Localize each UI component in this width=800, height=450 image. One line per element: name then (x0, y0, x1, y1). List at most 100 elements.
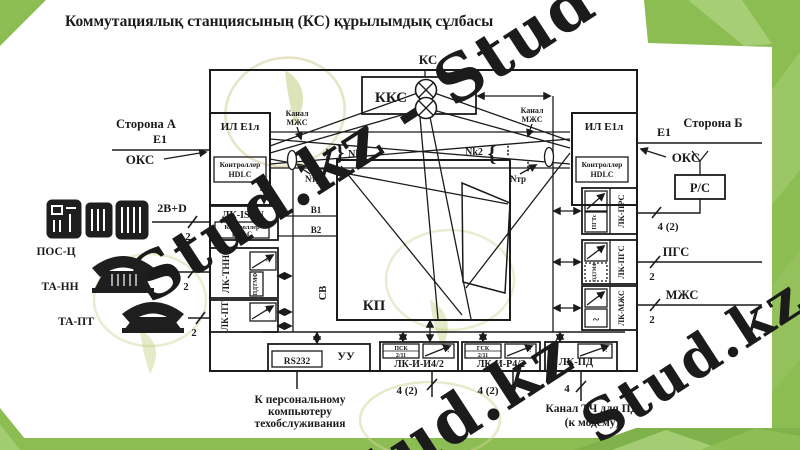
il-left-hdlc-line2: HDLC (228, 170, 251, 179)
codec-l-glyph: Л (266, 257, 272, 262)
storona-b-label: Сторона Б (683, 116, 742, 130)
tch-note-line1: Канал ТЧ для ПД (546, 403, 639, 415)
b2-label: В2 (311, 225, 322, 235)
lk-isdn-box (209, 205, 279, 241)
kp-box (336, 159, 511, 321)
il-right-hdlc-box (575, 156, 629, 183)
il-right-hdlc-line2: HDLC (590, 170, 613, 179)
lk-i-i42-codec-box (422, 343, 455, 359)
pc-note-line1: К персональному (255, 394, 346, 406)
lk-tnn-label: ЛК-ТНН (222, 254, 232, 293)
oks-right-label: ОКС (672, 150, 701, 165)
oks-left-label: ОКС (126, 152, 155, 167)
ks-label: КС (419, 52, 438, 67)
antenna-icon (691, 150, 709, 175)
lk-pt-codec-box (249, 302, 277, 322)
lk-mzhs-gen-box (584, 308, 608, 328)
codec-l-glyph: Л (598, 248, 604, 252)
lk-i-r42-codec-box (504, 343, 537, 359)
mzhs-count: 2 (649, 314, 655, 326)
watermark-layer: Stud.kz - Stud Stud.kz Stud.kz (92, 0, 800, 450)
e1-right-label: Е1 (657, 125, 671, 139)
kanal-mzhs-left-line1: Канал (286, 109, 309, 118)
lk-pd-count: 4 (564, 383, 570, 395)
ta-pt-count: 2 (191, 328, 196, 339)
ta-nn-phone-icon (92, 256, 154, 293)
uu-label: УУ (337, 349, 355, 363)
lk-i-i42-count: 4 (2) (396, 385, 417, 397)
codec-l-glyph: Л (598, 294, 604, 298)
watermark-lower: Stud.kz (308, 316, 587, 450)
kp-trapezoid (461, 181, 511, 294)
rs-label: Р/С (690, 181, 710, 195)
lk-pt-label: ЛК-ПТ (220, 301, 230, 330)
lk-pgs-codec-box (584, 242, 608, 262)
lk-pd-codec-box (577, 343, 613, 359)
trunk-bundle-icon (543, 146, 555, 168)
ta-nn-count: 2 (183, 282, 188, 293)
pos-c-terminal-icon (46, 199, 149, 240)
il-right-box (571, 112, 638, 206)
kks-label: ККС (375, 90, 407, 106)
codec-l-glyph: Л (598, 196, 604, 200)
b1-label: В1 (311, 205, 322, 215)
dots-glyph: ⋮ (503, 145, 514, 157)
trunk-bundle-icon (286, 149, 298, 171)
codec-l-glyph: Л (266, 307, 272, 312)
lk-i-i42-box (379, 341, 459, 372)
psk-ratio: 2/11 (396, 353, 406, 359)
gsk-ratio: 2/11 (478, 353, 488, 359)
kanal-mzhs-right-line2: МЖС (521, 115, 542, 124)
kanal-mzhs-left-line2: МЖС (286, 118, 307, 127)
lk-mzhs-codec-box (584, 288, 608, 308)
il-right-hdlc-line1: Контроллер (582, 160, 623, 169)
lk-pgs-label: ЛК-ПГС (616, 245, 626, 278)
pdtmf-label: ПДТМФ (253, 273, 259, 296)
lk-i-r42-count: 4 (2) (477, 385, 498, 397)
il-left-hdlc-line1: Контроллер (220, 160, 261, 169)
pgs-count: 2 (649, 271, 655, 283)
pc-note-line2: компьютеру (268, 406, 332, 418)
lk-mzhs-label: ЛК-МЖС (617, 290, 626, 326)
lk-isdn-hdlc-line1: Контроллер (224, 224, 260, 231)
gsk-label: ГСК (477, 346, 490, 352)
rs232-box (271, 350, 323, 368)
il-left-hdlc-box (213, 156, 267, 183)
sv-label: СВ (318, 286, 329, 301)
pdtmf-box (249, 271, 264, 297)
pgts-box (584, 211, 608, 233)
pgts-label: ПГТс (592, 214, 598, 229)
ta-pt-phone-icon (122, 302, 184, 333)
switch-crosspoint-icon (414, 78, 438, 120)
rs232-label: RS232 (284, 357, 311, 367)
pgs-line-label: ПГС (663, 245, 690, 259)
lk-isdn-hdlc-line2: HDLC (232, 231, 252, 239)
lk-isdn-label: ЛК-ISDN (222, 210, 265, 221)
codec-l-glyph: Л (445, 348, 451, 352)
lk-prs-codec-box (584, 190, 608, 212)
lk-i-i42-label: ЛК-И-И4/2 (394, 359, 444, 370)
lk-prs-label: ЛК-ПРС (616, 194, 626, 227)
codec-l-glyph: Л (603, 348, 609, 352)
dots-glyph: ⋮ (322, 148, 333, 160)
lk-pd-label: ЛК-ПД (559, 357, 594, 368)
ta-pt-label: ТА-ПТ (58, 316, 94, 328)
ntr-left-label: Nтр (305, 174, 321, 184)
il-left-box (209, 112, 271, 206)
ntr-right-label: Nтр (510, 174, 526, 184)
e1-left-label: Е1 (153, 132, 167, 146)
nk2-label: Nk2 (465, 147, 483, 158)
kp-label: КП (363, 298, 386, 314)
uu-box (267, 343, 371, 372)
psk-label: ПСК (394, 346, 408, 352)
pc-note-line3: техобслуживания (255, 418, 346, 430)
ta-nn-label: ТА-НН (41, 281, 78, 293)
codec-l-glyph: Л (527, 348, 533, 352)
brace-right: } (336, 140, 345, 165)
mzhs-line-label: МЖС (666, 288, 699, 302)
tch-note-line2: (к модему) (565, 417, 620, 429)
il-left-label: ИЛ Е1л (221, 121, 260, 133)
storona-a-label: Сторона А (116, 117, 176, 131)
